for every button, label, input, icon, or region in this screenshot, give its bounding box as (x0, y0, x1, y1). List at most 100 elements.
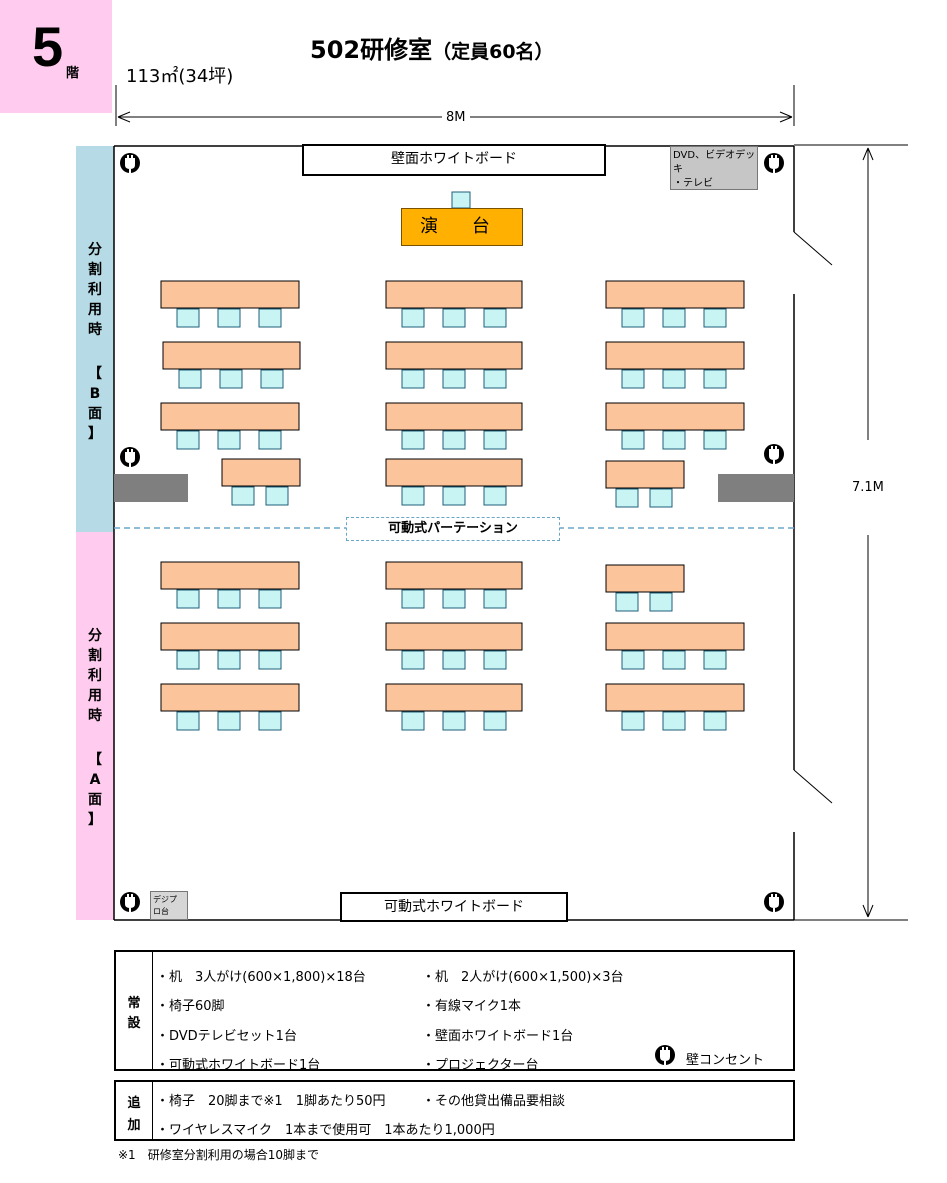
dvd-label-line1: DVD、ビデオデッキ (673, 150, 756, 175)
wall-block-left (114, 474, 188, 502)
chair (258, 589, 282, 609)
standard-equipment-header: 常 設 (116, 952, 153, 1069)
room-area: 113㎡(34坪) (126, 66, 234, 87)
desk (162, 341, 301, 370)
sidebar-a-char: 利 (88, 668, 102, 684)
standard-item: ・壁面ホワイトボード1台 (422, 1029, 574, 1044)
door-upper (793, 231, 833, 266)
chair (265, 486, 289, 506)
standard-item: ・プロジェクター台 (422, 1058, 539, 1073)
chair (615, 592, 639, 612)
chair (217, 308, 241, 328)
chair (217, 711, 241, 731)
desk (160, 683, 300, 712)
outlet-icon (120, 447, 140, 467)
standard-label-char: 設 (127, 1016, 141, 1031)
chair (260, 369, 284, 389)
movable-partition-label: 可動式パーテーション (346, 517, 560, 541)
chair (258, 650, 282, 670)
desk (605, 280, 745, 309)
standard-item: ・机 3人がけ(600×1,800)×18台 (156, 970, 366, 985)
sidebar-a-char: 【 (88, 752, 102, 768)
chair (621, 650, 645, 670)
chair (483, 369, 507, 389)
sidebar-b-char: 割 (88, 262, 102, 278)
sidebar-b-char: B (89, 386, 101, 402)
chair (401, 589, 425, 609)
chair (662, 369, 686, 389)
extra-item: ・椅子 20脚まで※1 1脚あたり50円 (156, 1094, 386, 1109)
chair (649, 592, 673, 612)
chair (258, 308, 282, 328)
chair (662, 650, 686, 670)
chair (649, 488, 673, 508)
room-name: 502研修室 (310, 36, 433, 64)
chair (258, 430, 282, 450)
outlet-icon (764, 892, 784, 912)
dvd-label-line2: ・テレビ (673, 178, 713, 189)
extra-label-char: 加 (127, 1118, 141, 1133)
sidebar-a-char: 時 (88, 708, 102, 724)
height-arrow-heads (862, 147, 874, 918)
wall-whiteboard: 壁面ホワイトボード (302, 144, 606, 176)
sidebar-b-section: 分 割 利 用 時 【 B 面 】 (76, 146, 114, 532)
chair (176, 430, 200, 450)
chair (621, 369, 645, 389)
width-arrow-heads (117, 111, 793, 123)
room-title: 502研修室（定員60名） (310, 30, 554, 65)
chair (178, 369, 202, 389)
chair (258, 711, 282, 731)
standard-equipment-box: 常 設 ・机 3人がけ(600×1,800)×18台 ・机 2人がけ(600×1… (114, 950, 795, 1073)
sidebar-b-char: 利 (88, 282, 102, 298)
projector-label-line2: ロ台 (153, 907, 169, 916)
chair (217, 589, 241, 609)
chair (442, 711, 466, 731)
chair (401, 650, 425, 670)
chair (483, 650, 507, 670)
chair (442, 308, 466, 328)
chair (703, 430, 727, 450)
sidebar-a-char: 割 (88, 648, 102, 664)
desk (385, 341, 523, 370)
chair (219, 369, 243, 389)
desk (385, 683, 523, 712)
podium: 演 台 (401, 208, 523, 246)
chair (176, 308, 200, 328)
desk (605, 622, 745, 651)
chair (662, 430, 686, 450)
desk (605, 564, 685, 593)
sidebar-a-char: 面 (88, 792, 102, 808)
wall-block-right (718, 474, 794, 502)
sidebar-b-char: 分 (88, 242, 102, 258)
desk (385, 402, 523, 431)
chair (176, 711, 200, 731)
chair (483, 430, 507, 450)
chair (401, 369, 425, 389)
desk (605, 402, 745, 431)
projector-label-line1: デジプ (153, 895, 177, 904)
movable-whiteboard: 可動式ホワイトボード (340, 892, 568, 922)
height-label: 7.1M (852, 480, 884, 495)
standard-item: ・可動式ホワイトボード1台 (156, 1058, 321, 1073)
lectern-chair (451, 191, 471, 209)
outlet-icon (120, 892, 140, 912)
chair (442, 650, 466, 670)
standard-item: ・DVDテレビセット1台 (156, 1029, 297, 1044)
desk (221, 458, 301, 487)
desk (385, 561, 523, 590)
chair (401, 308, 425, 328)
outlet-icon (764, 153, 784, 173)
chair (231, 486, 255, 506)
sidebar-a-section: 分 割 利 用 時 【 A 面 】 (76, 532, 114, 920)
chair (176, 650, 200, 670)
extra-label-char: 追 (127, 1096, 141, 1111)
outlet-icon (764, 444, 784, 464)
seating-layout (160, 280, 745, 731)
chair (401, 430, 425, 450)
outlet-legend-label: 壁コンセント (686, 1053, 765, 1068)
chair (442, 369, 466, 389)
chair (621, 430, 645, 450)
floor-badge: 5 階 (0, 0, 112, 113)
desk (385, 280, 523, 309)
desk (160, 280, 300, 309)
